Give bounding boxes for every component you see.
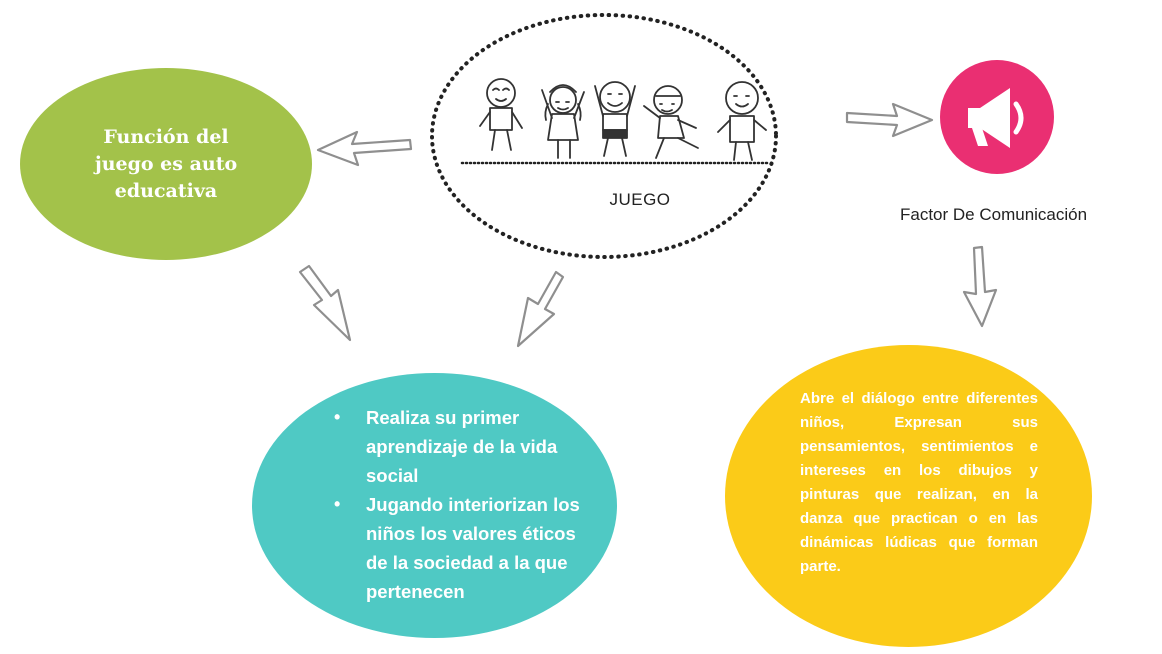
juego-label: JUEGO xyxy=(609,190,671,209)
list-item: • Jugando interiorizan los niños los valo… xyxy=(332,490,592,606)
arrow-down-from-juego xyxy=(516,270,565,348)
children-playing-icon xyxy=(479,78,767,161)
list-item-text: Realiza su primer aprendizaje de la vida… xyxy=(366,407,558,486)
social-learning-node: • Realiza su primer aprendizaje de la vid… xyxy=(252,373,617,638)
function-node-text: Función del juego es auto educativa xyxy=(94,125,238,202)
arrow-down-from-function xyxy=(298,264,352,342)
communication-node: Abre el diálogo entre diferentes niños, … xyxy=(725,345,1092,647)
function-node: Función del juego es auto educativa xyxy=(20,68,312,260)
bullet-icon: • xyxy=(334,494,341,514)
arrow-down-from-factor xyxy=(962,245,998,328)
megaphone-icon xyxy=(968,88,1024,148)
factor-label: Factor De Comunicación xyxy=(900,205,1088,224)
bullet-icon: • xyxy=(334,407,341,427)
communication-node-text: Abre el diálogo entre diferentes niños, … xyxy=(800,390,1038,575)
list-item-text: Jugando interiorizan los niños los valor… xyxy=(366,494,580,602)
list-item: • Realiza su primer aprendizaje de la vid… xyxy=(332,403,592,490)
juego-dotted-ellipse xyxy=(430,13,778,259)
social-learning-list: • Realiza su primer aprendizaje de la vid… xyxy=(332,403,592,606)
arrow-to-function xyxy=(316,130,413,167)
arrow-to-factor xyxy=(845,102,934,138)
